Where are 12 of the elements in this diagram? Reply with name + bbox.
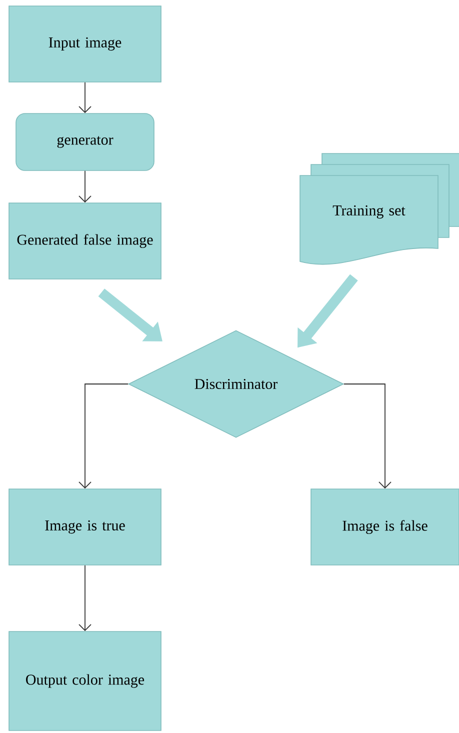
arrow — [78, 82, 92, 114]
arrow — [78, 384, 129, 489]
arrow — [78, 170, 92, 203]
process-box: Output color image — [8, 631, 162, 731]
process-box: Input image — [8, 6, 162, 82]
process-box: generator — [16, 113, 154, 171]
document-stack: Training set — [300, 153, 459, 265]
arrow — [343, 384, 392, 489]
process-box: Generated false image — [8, 202, 162, 280]
process-box: Image is true — [8, 488, 162, 566]
arrow — [78, 564, 92, 632]
process-box: Image is false — [310, 488, 459, 566]
